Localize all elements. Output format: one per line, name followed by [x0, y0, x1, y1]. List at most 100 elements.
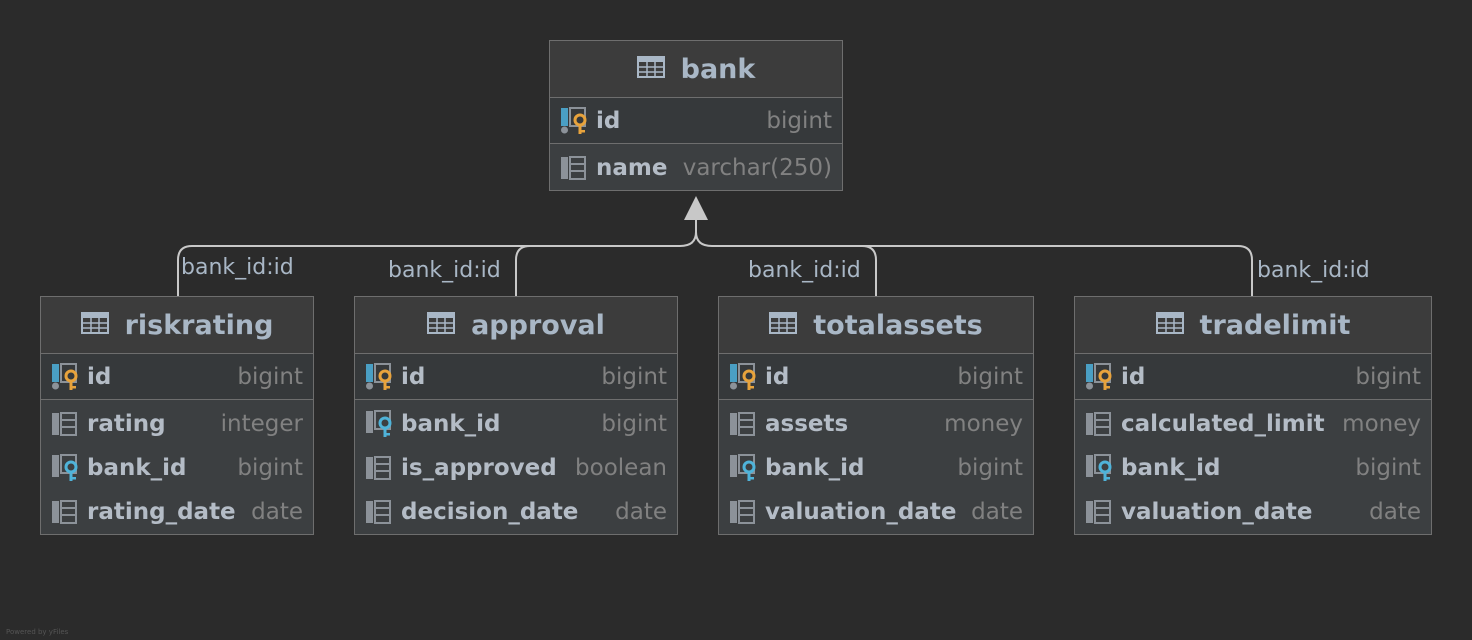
column-type: bigint — [957, 363, 1023, 390]
column-row[interactable]: name varchar(250) — [550, 146, 842, 190]
table-header[interactable]: approval — [355, 297, 677, 354]
column-type: bigint — [237, 363, 303, 390]
column-type: bigint — [1355, 363, 1421, 390]
column-name: name — [596, 155, 668, 181]
column-name: id — [1121, 363, 1146, 390]
column-icon — [1085, 411, 1115, 437]
table-icon — [1155, 312, 1184, 338]
foreign-key-icon — [51, 454, 81, 481]
column-row-pk[interactable]: id bigint — [41, 354, 313, 399]
column-row[interactable]: bank_id bigint — [719, 446, 1033, 490]
column-name: assets — [765, 411, 849, 437]
column-name: calculated_limit — [1121, 411, 1325, 437]
primary-key-icon — [560, 106, 590, 134]
relation-arrowhead — [684, 196, 708, 220]
primary-key-section: id bigint — [1075, 354, 1431, 400]
table-header[interactable]: totalassets — [719, 297, 1033, 354]
column-row-pk[interactable]: id bigint — [1075, 354, 1431, 399]
column-name: id — [87, 363, 112, 390]
column-type: bigint — [1355, 455, 1421, 481]
column-type: bigint — [766, 107, 832, 134]
column-name: valuation_date — [1121, 499, 1313, 525]
column-type: bigint — [957, 455, 1023, 481]
column-type: date — [615, 499, 667, 525]
table-icon — [80, 312, 109, 338]
primary-key-section: id bigint — [41, 354, 313, 400]
column-type: date — [1369, 499, 1421, 525]
column-icon — [365, 455, 395, 481]
column-icon — [560, 155, 590, 181]
relation-line-tradelimit — [712, 245, 1253, 296]
column-row-pk[interactable]: id bigint — [550, 98, 842, 143]
column-row[interactable]: bank_id bigint — [41, 446, 313, 490]
table-header[interactable]: riskrating — [41, 297, 313, 354]
primary-key-section: id bigint — [719, 354, 1033, 400]
relation-label-totalassets: bank_id:id — [748, 258, 861, 283]
column-row[interactable]: decision_date date — [355, 490, 677, 534]
column-type: money — [1342, 411, 1421, 437]
column-icon — [365, 499, 395, 525]
table-tradelimit[interactable]: tradelimit id bigint calculated_limit money b… — [1074, 296, 1432, 535]
table-title: totalassets — [813, 309, 983, 341]
column-row[interactable]: bank_id bigint — [355, 402, 677, 446]
primary-key-icon — [1085, 362, 1115, 390]
column-name: is_approved — [401, 455, 557, 481]
column-row-pk[interactable]: id bigint — [719, 354, 1033, 399]
column-icon — [1085, 499, 1115, 525]
primary-key-icon — [729, 362, 759, 390]
table-bank[interactable]: bank id bigint name varchar(250) — [549, 40, 843, 191]
columns-section: name varchar(250) — [550, 144, 842, 190]
column-type: bigint — [601, 411, 667, 437]
column-name: id — [596, 107, 621, 134]
column-name: rating_date — [87, 499, 236, 525]
columns-section: calculated_limit money bank_id bigint valuat… — [1075, 400, 1431, 534]
column-icon — [51, 499, 81, 525]
relation-label-riskrating: bank_id:id — [181, 255, 294, 280]
column-name: bank_id — [401, 411, 501, 437]
column-name: id — [765, 363, 790, 390]
column-name: decision_date — [401, 499, 579, 525]
column-name: id — [401, 363, 426, 390]
table-icon — [427, 312, 456, 338]
column-row-pk[interactable]: id bigint — [355, 354, 677, 399]
table-approval[interactable]: approval id bigint bank_id bigint is_approved… — [354, 296, 678, 535]
column-icon — [729, 411, 759, 437]
column-icon — [729, 499, 759, 525]
foreign-key-icon — [365, 410, 395, 437]
primary-key-section: id bigint — [355, 354, 677, 400]
table-header[interactable]: bank — [550, 41, 842, 98]
column-name: bank_id — [87, 455, 187, 481]
foreign-key-icon — [729, 454, 759, 481]
column-type: bigint — [601, 363, 667, 390]
table-icon — [636, 56, 665, 82]
relation-label-tradelimit: bank_id:id — [1257, 258, 1370, 283]
column-name: bank_id — [765, 455, 865, 481]
column-row[interactable]: valuation_date date — [1075, 490, 1431, 534]
primary-key-icon — [51, 362, 81, 390]
table-header[interactable]: tradelimit — [1075, 297, 1431, 354]
column-row[interactable]: calculated_limit money — [1075, 402, 1431, 446]
foreign-key-icon — [1085, 454, 1115, 481]
relation-line-riskrating — [177, 218, 697, 296]
column-type: integer — [220, 411, 303, 437]
table-icon — [769, 312, 798, 338]
relation-label-approval: bank_id:id — [388, 258, 501, 283]
column-type: varchar(250) — [682, 155, 832, 181]
column-name: bank_id — [1121, 455, 1221, 481]
column-row[interactable]: bank_id bigint — [1075, 446, 1431, 490]
footer-watermark: Powered by yFiles — [6, 628, 69, 636]
column-name: valuation_date — [765, 499, 957, 525]
table-title: riskrating — [124, 309, 274, 341]
column-type: bigint — [237, 455, 303, 481]
